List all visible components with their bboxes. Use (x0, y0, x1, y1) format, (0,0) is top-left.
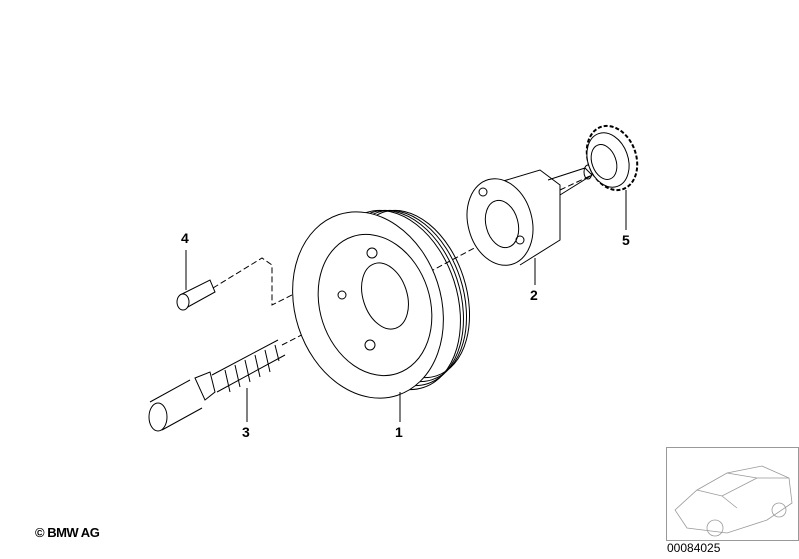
callout-2[interactable]: 2 (530, 287, 538, 303)
copyright: © BMW AG (35, 525, 100, 540)
callout-4[interactable]: 4 (181, 230, 189, 246)
pulley-part-1[interactable] (269, 192, 490, 418)
bolt-part-4[interactable] (176, 279, 216, 311)
sprocket-part-5[interactable] (578, 119, 646, 197)
vehicle-thumbnail (666, 447, 799, 541)
callout-1[interactable]: 1 (395, 424, 403, 440)
callout-5[interactable]: 5 (622, 232, 630, 248)
callout-3[interactable]: 3 (242, 424, 250, 440)
leader-lines (185, 190, 627, 422)
image-code: 00084025 (667, 541, 721, 555)
hub-part-2[interactable] (458, 164, 593, 273)
bolt-part-3[interactable] (148, 339, 286, 432)
